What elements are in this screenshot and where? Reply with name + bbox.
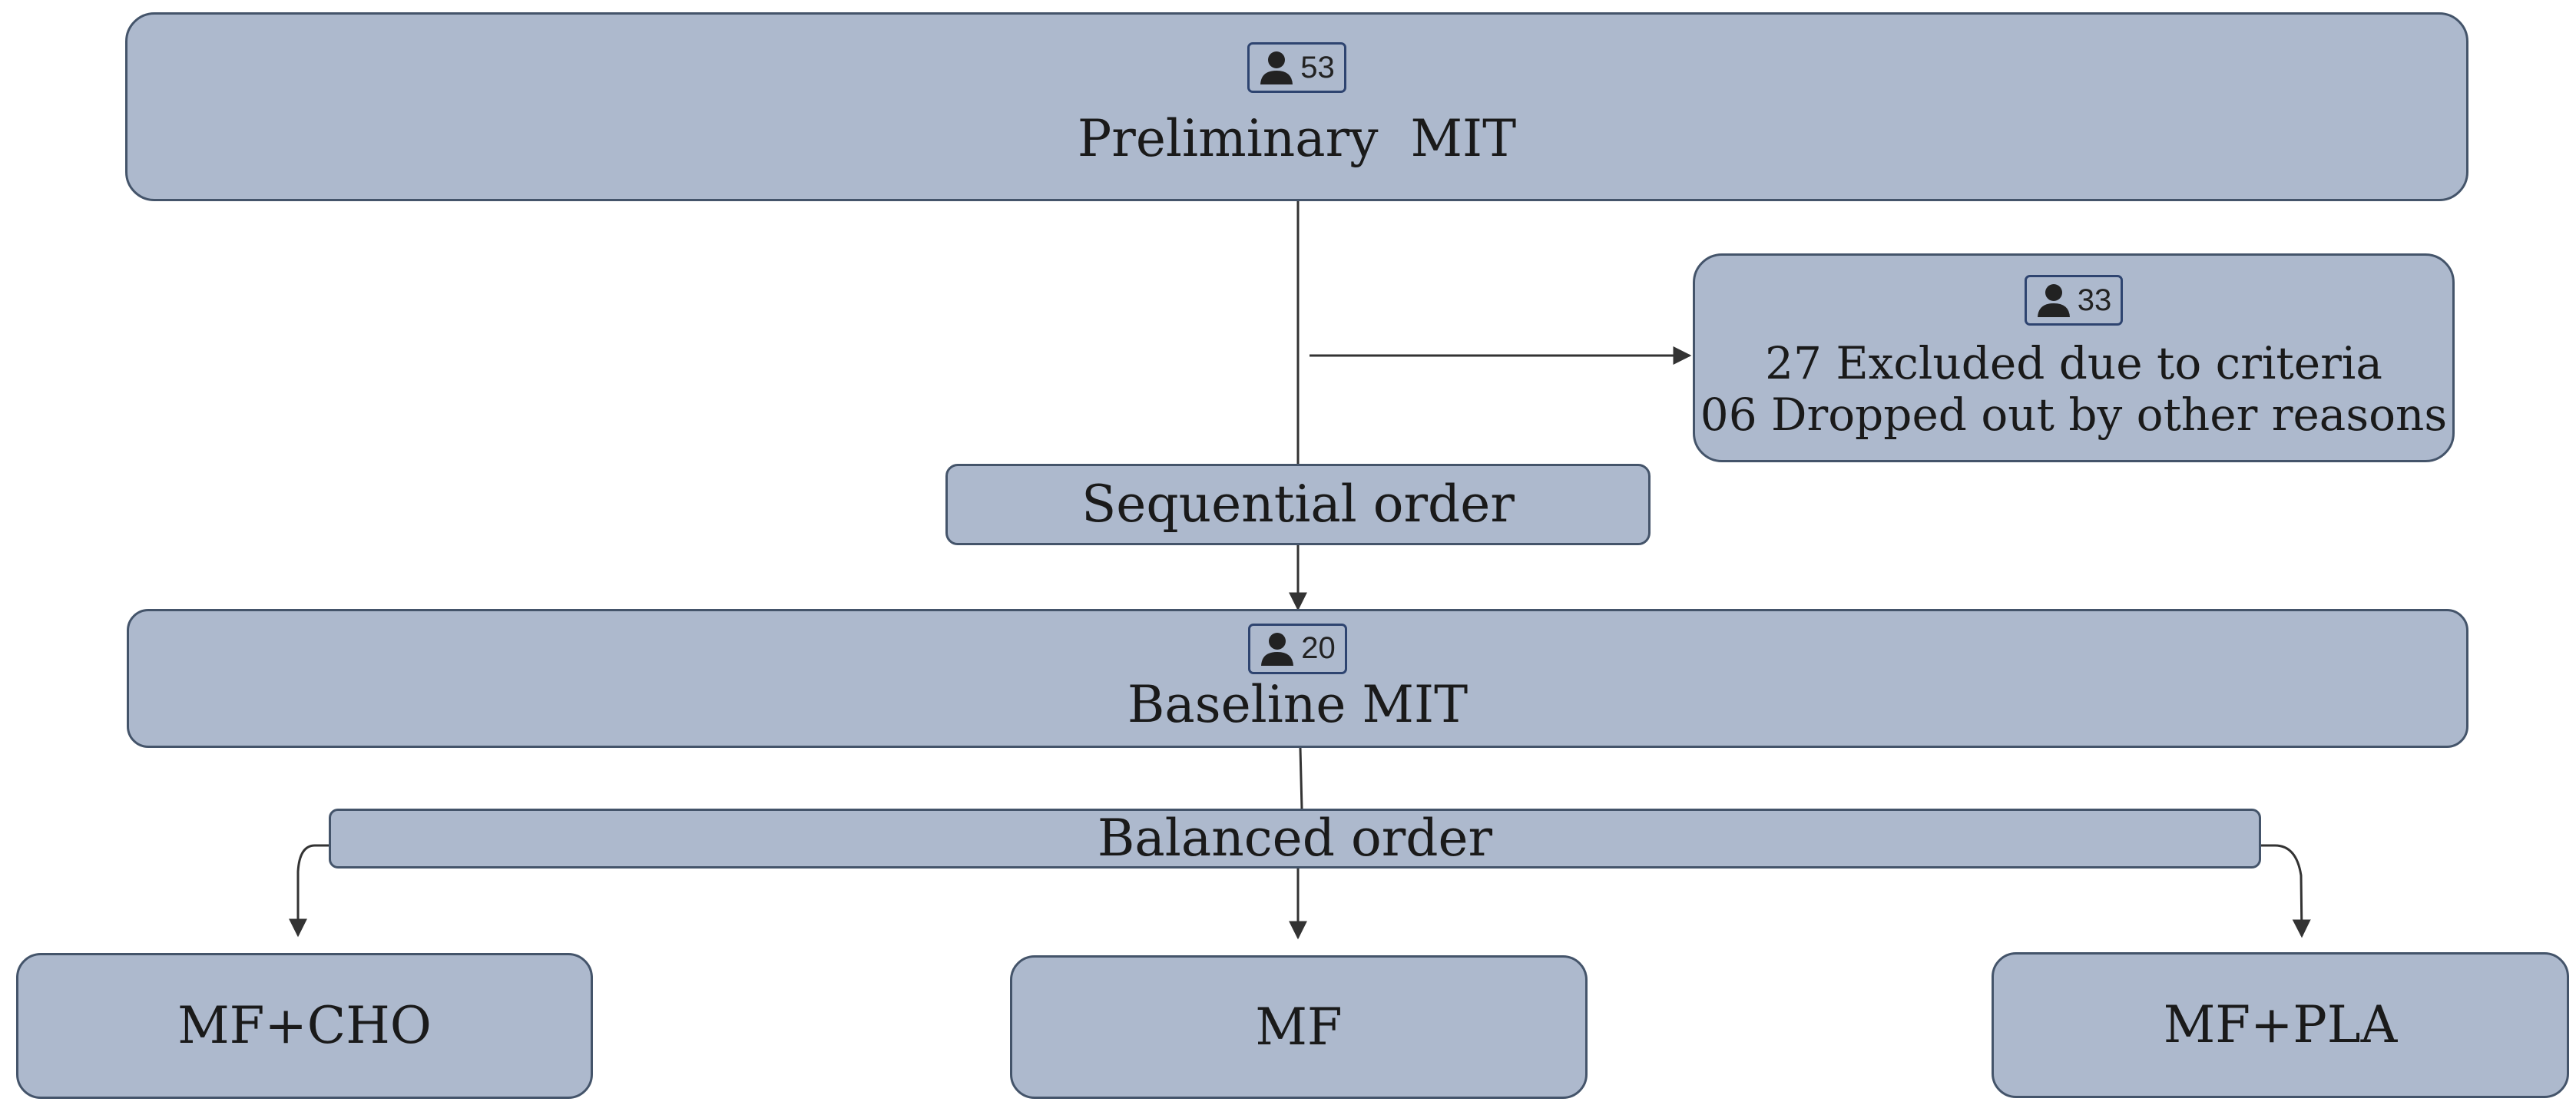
mf-pla-box: MF+PLA bbox=[1992, 952, 2569, 1098]
excluded-box: 33 27 Excluded due to criteria 06 Droppe… bbox=[1693, 253, 2455, 462]
sequential-order-box: Sequential order bbox=[945, 464, 1651, 545]
participant-count-badge: 53 bbox=[1247, 42, 1346, 94]
balanced-order-label: Balanced order bbox=[1097, 809, 1493, 869]
person-icon bbox=[1258, 630, 1296, 667]
preliminary-mit-label: Preliminary MIT bbox=[1077, 109, 1517, 169]
sequential-order-label: Sequential order bbox=[1081, 475, 1515, 534]
mf-cho-box: MF+CHO bbox=[16, 953, 593, 1099]
baseline-count: 20 bbox=[1301, 631, 1336, 666]
excluded-count: 33 bbox=[2077, 283, 2112, 317]
mf-pla-label: MF+PLA bbox=[2163, 995, 2398, 1055]
connector-baseline-to-balanced bbox=[1299, 747, 1303, 809]
preliminary-mit-box: 53 Preliminary MIT bbox=[125, 12, 2468, 201]
baseline-mit-label: Baseline MIT bbox=[1127, 674, 1468, 734]
mf-label: MF bbox=[1255, 997, 1343, 1057]
balanced-order-box: Balanced order bbox=[329, 809, 2261, 869]
excluded-count-badge: 33 bbox=[2024, 275, 2124, 326]
excluded-criteria-text: 27 Excluded due to criteria bbox=[1765, 337, 2382, 390]
person-icon bbox=[2035, 282, 2073, 319]
mf-cho-label: MF+CHO bbox=[177, 996, 432, 1056]
dropped-out-text: 06 Dropped out by other reasons bbox=[1700, 389, 2448, 441]
mf-box: MF bbox=[1010, 955, 1588, 1099]
participant-count: 53 bbox=[1300, 50, 1335, 84]
baseline-mit-box: 20 Baseline MIT bbox=[127, 609, 2468, 748]
baseline-count-badge: 20 bbox=[1248, 623, 1347, 674]
arrow-to-mf-cho bbox=[289, 844, 329, 938]
arrow-to-mf-pla bbox=[2261, 844, 2311, 938]
person-icon bbox=[1257, 49, 1296, 86]
